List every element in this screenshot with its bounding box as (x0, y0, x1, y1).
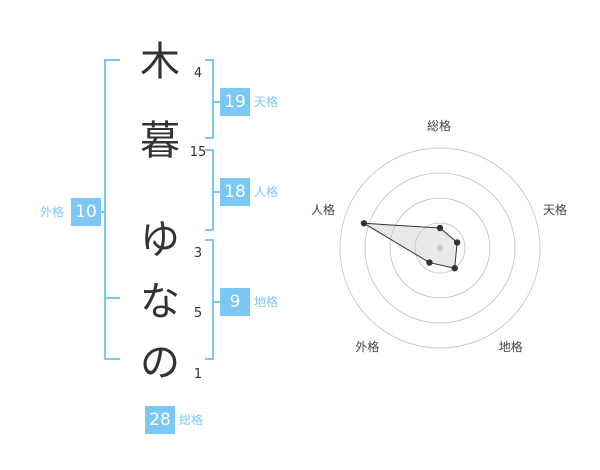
radar-point (451, 265, 458, 272)
name-char-5: の (140, 340, 180, 386)
radar-ring (389, 197, 491, 299)
stroke-count-1: 4 (193, 66, 203, 81)
stroke-count-5: 1 (193, 367, 203, 382)
name-char-4: な (140, 279, 180, 325)
radar-polygon (363, 222, 458, 269)
stroke-count-3: 3 (193, 246, 203, 261)
soukaku-value: 28 (145, 406, 175, 434)
tenkaku-label: 天格 (254, 95, 279, 109)
radar-center-dot (437, 245, 443, 251)
gaikaku-bracket (104, 59, 120, 360)
stroke-count-2: 15 (189, 145, 207, 160)
chikaku-value: 9 (220, 288, 250, 316)
name-char-1: 木 (140, 39, 180, 85)
tenkaku-bracket (205, 59, 214, 139)
soukaku-label: 総格 (179, 413, 204, 427)
gaikaku-label: 外格 (40, 205, 65, 219)
radar-point (436, 224, 444, 232)
radar-point (360, 220, 368, 227)
radar-point (453, 239, 461, 246)
name-char-3: ゆ (140, 217, 180, 263)
chikaku-label: 地格 (254, 295, 279, 309)
chikaku-bracket (205, 239, 214, 360)
gaikaku-value: 10 (71, 198, 101, 226)
jinkaku-bracket (205, 149, 214, 231)
radar-ring (364, 172, 516, 324)
stroke-count-4: 5 (193, 306, 203, 321)
radar-point (426, 259, 433, 266)
radar-axis-label-gaikaku: 外格 (355, 339, 380, 354)
name-char-2: 暮 (140, 118, 180, 164)
radar-axis-label-soukaku: 総格 (427, 119, 452, 133)
radar-axis-label-jinkaku: 人格 (310, 203, 335, 218)
tenkaku-value: 19 (220, 88, 250, 116)
radar-axis-label-tenkaku: 天格 (543, 203, 568, 218)
radar-ring (339, 147, 541, 349)
radar-ring (414, 222, 466, 274)
radar-axis-label-chikaku: 地格 (498, 339, 523, 354)
jinkaku-value: 18 (220, 178, 250, 206)
jinkaku-label: 人格 (254, 185, 279, 199)
